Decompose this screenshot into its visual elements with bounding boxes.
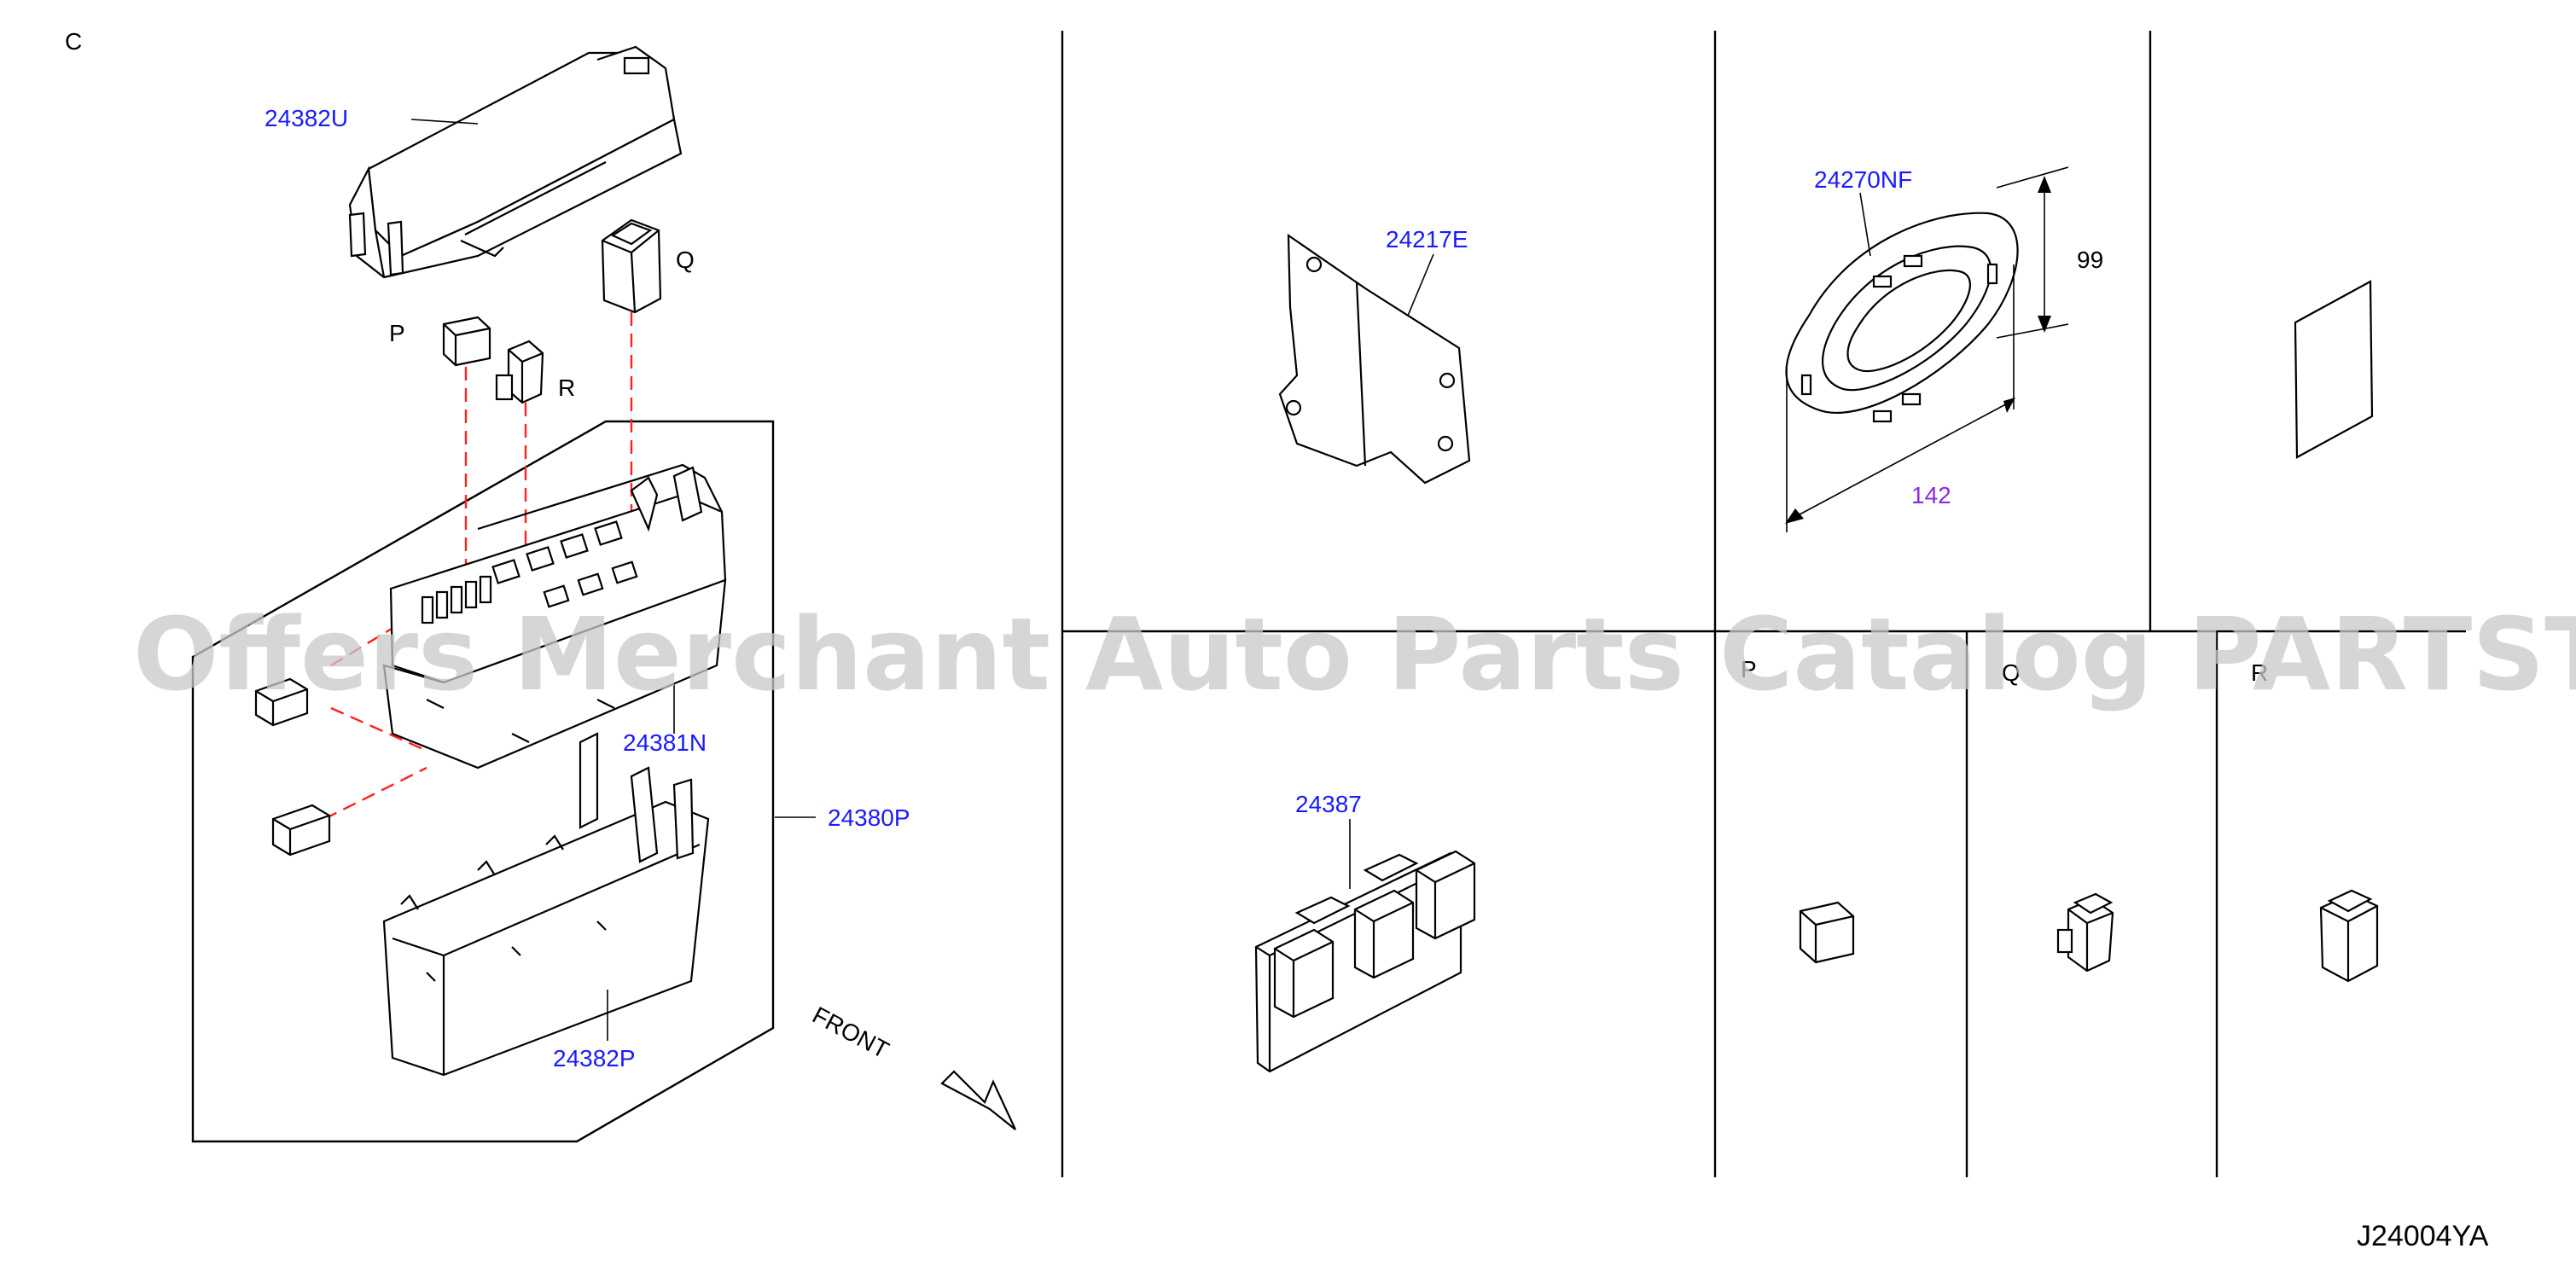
dimension-lines [1785, 166, 2069, 532]
assembly-outline [191, 420, 775, 1143]
fuse-p-drawing [442, 316, 491, 367]
panel-title-q: Q [2002, 659, 2021, 686]
fuse-block-drawing [382, 463, 727, 769]
front-arrow-icon [940, 1070, 1016, 1130]
panel-grid [1061, 31, 2466, 1177]
watermark: Offers Merchant Auto Parts Catalog PARTS… [133, 595, 2576, 713]
dim-height: 99 [2077, 247, 2103, 273]
callout-p: P [389, 320, 405, 346]
label-24270nf: 24270NF [1814, 166, 1912, 193]
grommet-drawing [1785, 212, 2019, 423]
leader-24382u [410, 119, 479, 125]
label-24217e: 24217E [1386, 226, 1468, 253]
lower-case-drawing [382, 732, 710, 1077]
drawing-code: J24004YA [2357, 1220, 2489, 1252]
upper-cover-drawing [348, 45, 683, 279]
label-24387: 24387 [1295, 791, 1362, 817]
leader-24217e [1407, 253, 1434, 316]
label-24381n: 24381N [623, 729, 707, 756]
section-letter: C [65, 28, 82, 55]
panel-p-fuse-drawing [1799, 901, 1855, 964]
panel-title-r: R [2251, 659, 2268, 686]
relay-module-drawing [1254, 850, 1476, 1073]
callout-r: R [558, 375, 575, 401]
callout-q: Q [676, 247, 695, 273]
bracket-drawing [1278, 233, 1471, 485]
small-connector-2 [271, 804, 331, 857]
label-24380p: 24380P [828, 804, 910, 831]
panel-q-fuse-drawing [2056, 892, 2114, 973]
label-24382u: 24382U [265, 105, 348, 131]
panel-r-fuse-drawing [2319, 889, 2379, 983]
front-label: FRONT [808, 1002, 893, 1064]
fuse-r-drawing [495, 340, 544, 404]
leader-24270nf [1859, 192, 1871, 257]
panel-title-p: P [1741, 656, 1757, 682]
small-connector-1 [254, 677, 309, 727]
dim-width: 142 [1911, 482, 1951, 508]
label-sheet-drawing [2294, 280, 2374, 459]
label-24382p: 24382P [553, 1045, 636, 1071]
fuse-q-drawing [601, 218, 662, 314]
